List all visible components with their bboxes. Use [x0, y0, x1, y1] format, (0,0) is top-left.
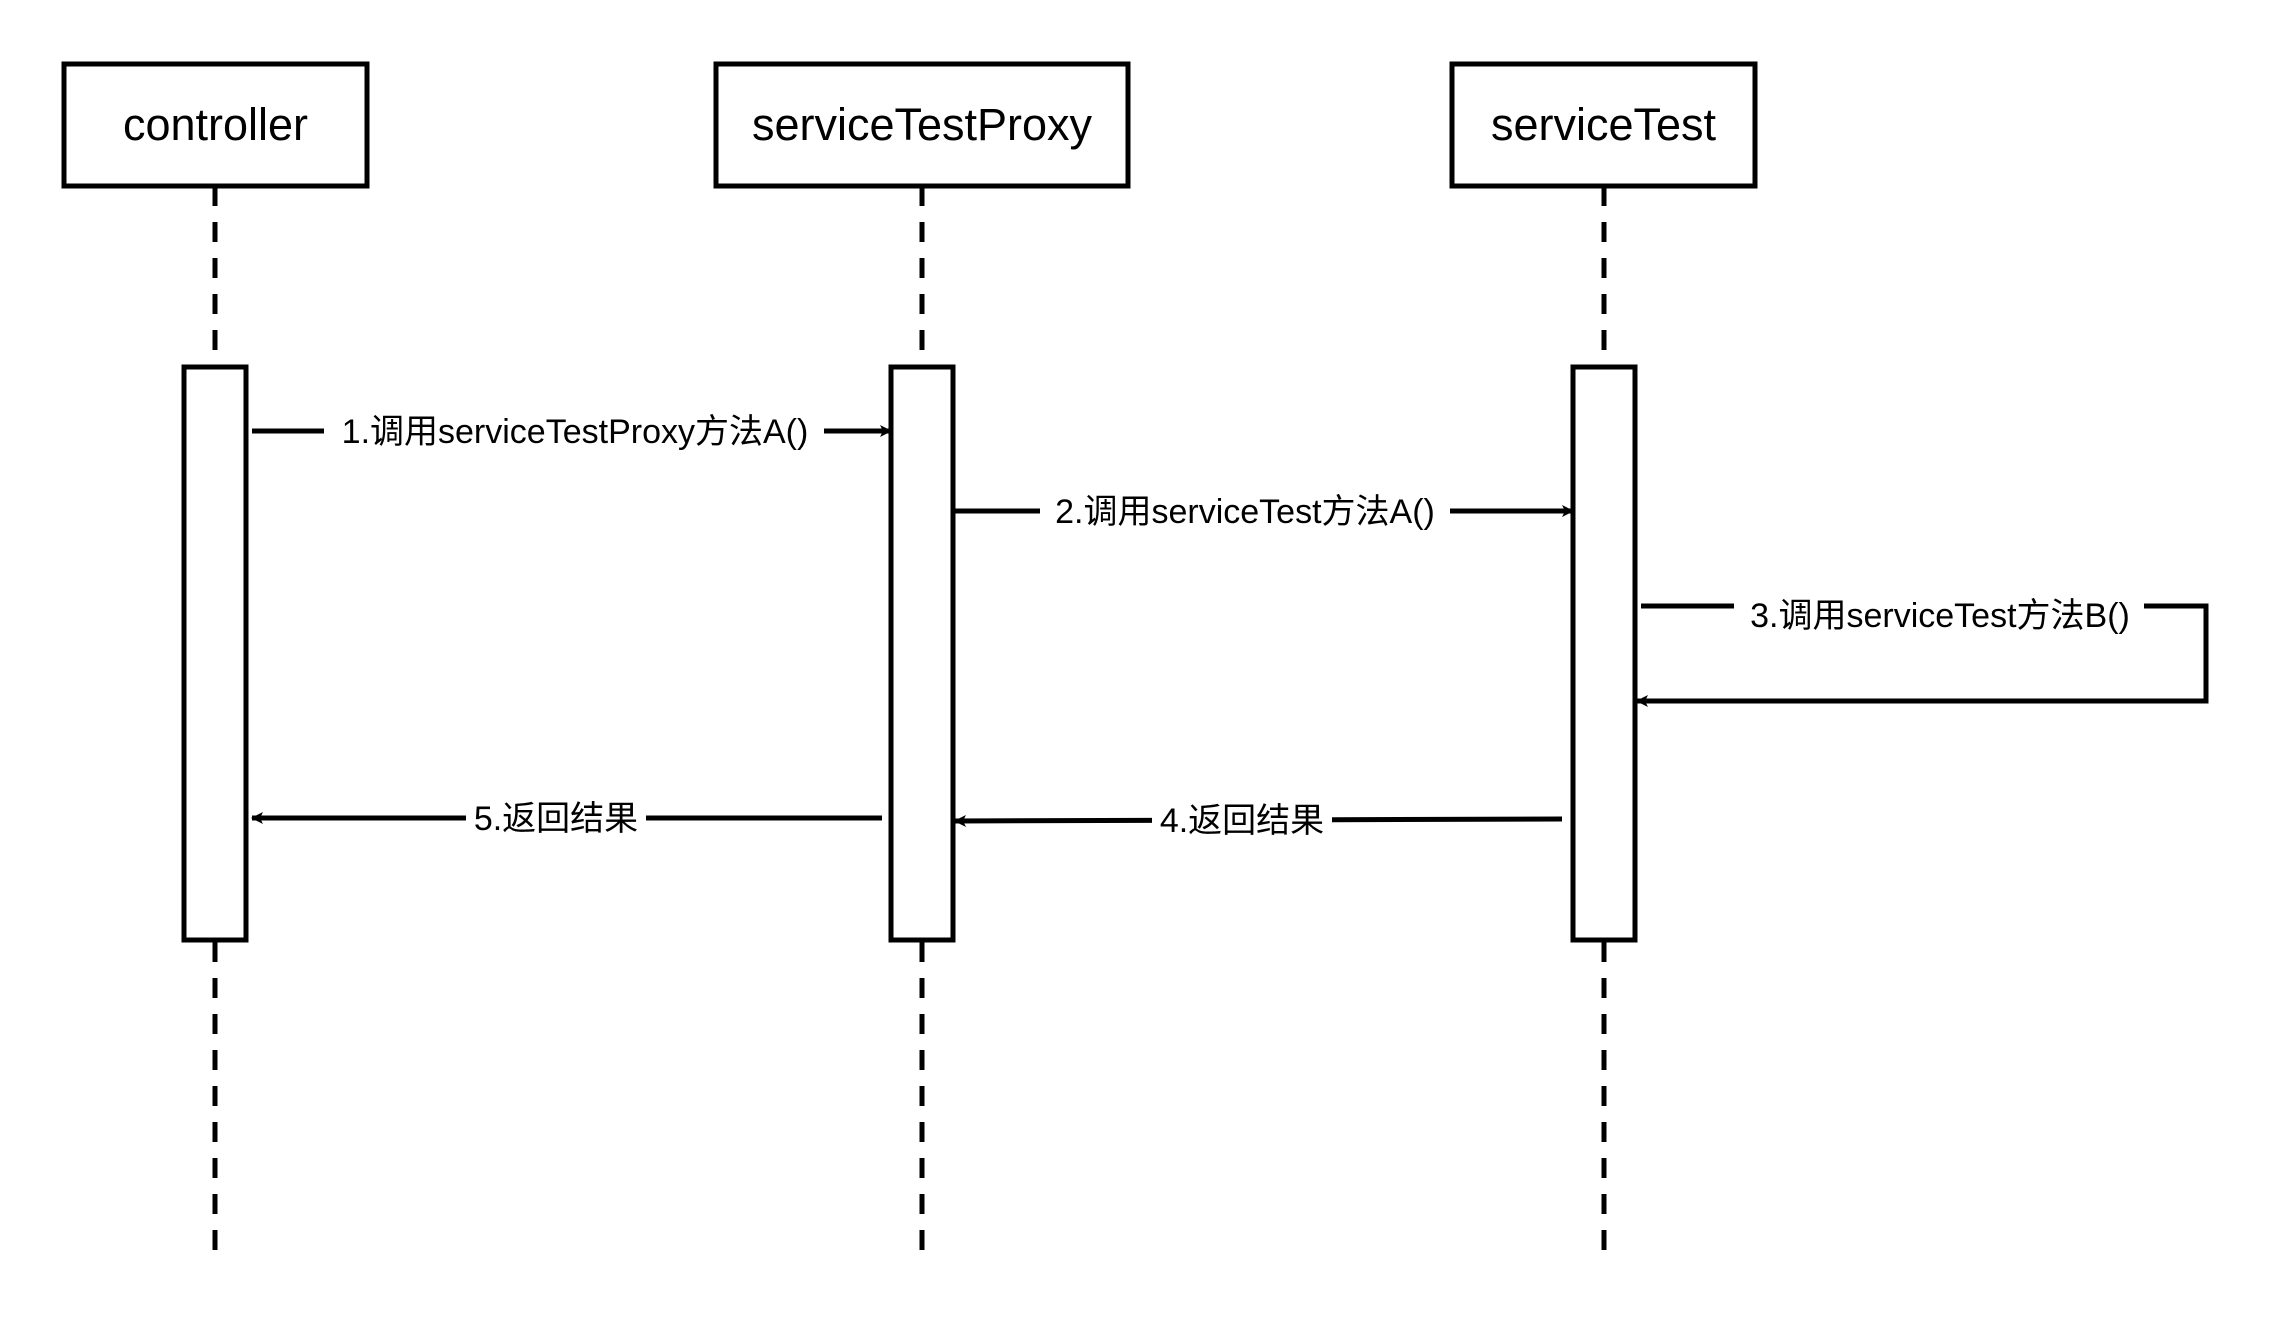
- message-5[interactable]: 5.返回结果: [251, 797, 882, 839]
- activation-bar-serviceTest[interactable]: [1570, 364, 1638, 943]
- message-1-label: 1.调用serviceTestProxy方法A(): [342, 413, 809, 451]
- activation-bars: [181, 364, 1638, 943]
- participant-label-serviceTestProxy: serviceTestProxy: [752, 99, 1093, 150]
- message-2-label: 2.调用serviceTest方法A(): [1055, 493, 1435, 531]
- message-3-label: 3.调用serviceTest方法B(): [1750, 597, 2130, 635]
- message-1-label-bg: [324, 410, 824, 452]
- participant-box: [61, 61, 370, 189]
- participant-box: [1449, 61, 1758, 189]
- message-4-label: 4.返回结果: [1160, 802, 1324, 840]
- participant-label-controller: controller: [123, 99, 308, 150]
- participant-label-serviceTest: serviceTest: [1491, 99, 1717, 150]
- participant-serviceTest[interactable]: serviceTest: [1449, 61, 1758, 189]
- message-5-label-bg: [466, 797, 646, 839]
- message-2-label-bg: [1040, 490, 1450, 532]
- activation-bar-serviceTestProxy[interactable]: [888, 364, 956, 943]
- activation-bar-controller[interactable]: [181, 364, 249, 943]
- participant-serviceTestProxy[interactable]: serviceTestProxy: [713, 61, 1131, 189]
- participant-box: [713, 61, 1131, 189]
- message-3[interactable]: 3.调用serviceTest方法B(): [1636, 595, 2209, 707]
- message-3-label-bg: [1734, 595, 2144, 637]
- message-1[interactable]: 1.调用serviceTestProxy方法A(): [252, 410, 892, 452]
- message-4-label-bg: [1152, 799, 1332, 841]
- participant-controller[interactable]: controller: [61, 61, 370, 189]
- message-5-label: 5.返回结果: [474, 800, 638, 838]
- message-2[interactable]: 2.调用serviceTest方法A(): [955, 490, 1574, 532]
- message-4[interactable]: 4.返回结果: [954, 799, 1563, 841]
